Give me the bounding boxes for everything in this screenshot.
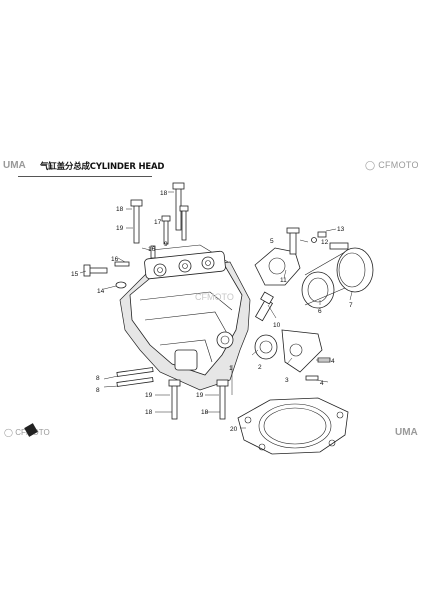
callout-19a: 19 [116,225,124,232]
callout-16a: 16 [111,256,119,263]
hose-clamp [301,242,374,309]
uma-logo-top: UMA [3,160,26,171]
callout-12: 12 [321,239,329,246]
callout-18c: 18 [145,409,153,416]
uma-logo-bottom-text: UMA [395,427,418,438]
thermostat-assembly [254,329,323,373]
uma-logo-top-text: UMA [3,160,26,171]
diagram-title-bar: 气缸盖分总成CYLINDER HEAD [18,160,164,177]
uma-logo-bottom: UMA [395,427,418,438]
callout-3: 3 [285,377,289,384]
cylinder-head-body [119,244,251,391]
cylinder-head-gasket [237,397,349,455]
callout-5: 5 [270,238,274,245]
tool-badge-icon [24,423,38,437]
valve-train [144,250,226,280]
callout-8a: 8 [96,375,100,382]
bolts-bottom-group [168,379,229,420]
callout-19c: 19 [196,392,204,399]
leader-lines [79,191,353,429]
thermostat-housing [254,227,301,286]
callout-20: 20 [230,426,238,433]
callout-10: 10 [273,322,281,329]
cfmoto-logo-bottom-icon: ◯ [4,428,13,437]
temperature-sensor [254,291,274,322]
callout-8b: 8 [96,387,100,394]
callout-17: 17 [154,219,162,226]
small-fasteners-top-right [311,231,327,243]
callout-numbers: 1 2 3 4 4 5 6 7 8 8 9 10 11 12 13 14 15 … [71,190,353,433]
studs-bottom-left [116,367,154,387]
callout-18b: 18 [160,190,168,197]
callout-13: 13 [337,226,345,233]
watermark-text: CFMOTO [195,292,234,302]
callout-18d: 18 [201,409,209,416]
callout-4b: 4 [320,380,324,387]
callout-19b: 19 [145,392,153,399]
callout-4a: 4 [331,358,335,365]
callout-11: 11 [280,277,287,284]
callout-15: 15 [71,271,79,278]
callout-7: 7 [349,302,353,309]
callout-9: 9 [164,241,168,248]
cfmoto-logo-top: ◯ CFMOTO [365,160,419,171]
callout-16b: 16 [148,246,156,253]
callout-18a: 18 [116,206,124,213]
callout-2: 2 [258,364,262,371]
callout-14: 14 [97,288,105,295]
callout-1: 1 [229,365,233,372]
diagram-title: 气缸盖分总成CYLINDER HEAD [40,162,165,172]
bolts-top-group [130,182,189,259]
callout-6: 6 [318,308,322,315]
cfmoto-logo-top-text: CFMOTO [378,160,419,170]
cfmoto-logo-icon: ◯ [365,160,376,170]
bolt-left-group [83,261,130,289]
